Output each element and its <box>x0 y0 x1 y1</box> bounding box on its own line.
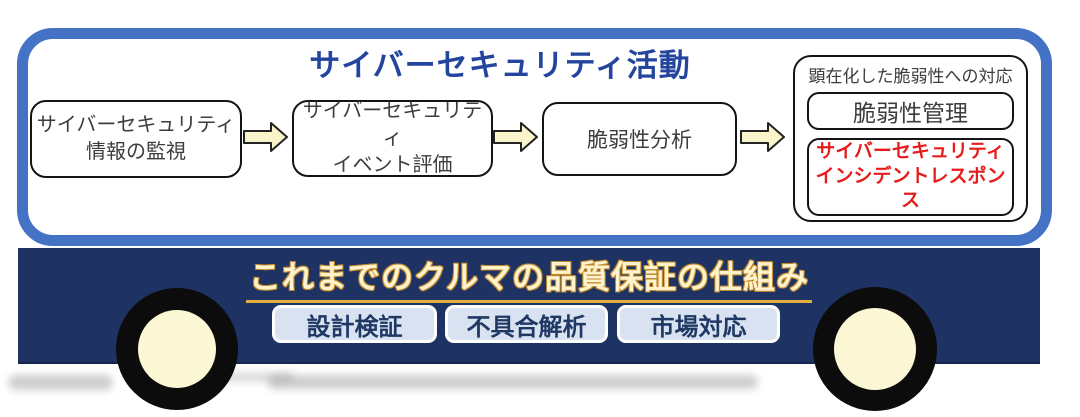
flow-box-label: 脆弱性分析 <box>587 129 692 152</box>
response-group-label: 顕在化した脆弱性への対応 <box>808 67 1013 86</box>
qa-box-label: 市場対応 <box>650 313 747 341</box>
car-panel-title: これまでのクルマの品質保証の仕組み <box>18 252 1040 303</box>
response-group-box: 顕在化した脆弱性への対応 脆弱性管理 サイバーセキュリティ インシデントレスポン… <box>793 55 1028 222</box>
qa-box-defect-analysis: 不具合解析 <box>445 305 608 343</box>
flow-box-label: サイバーセキュリティ イベント評価 <box>302 100 483 176</box>
ground-shadow <box>268 375 758 389</box>
flow-box-info-monitoring: サイバーセキュリティ 情報の監視 <box>30 100 242 178</box>
wheel-left-icon <box>116 288 238 410</box>
inner-box-incident-response: サイバーセキュリティ インシデントレスポンス <box>807 138 1014 217</box>
car-panel-title-text: これまでのクルマの品質保証の仕組み <box>245 252 813 303</box>
flow-box-event-assessment: サイバーセキュリティ イベント評価 <box>292 100 493 177</box>
flow-box-vulnerability-analysis: 脆弱性分析 <box>542 102 737 176</box>
flow-arrow-icon <box>493 122 538 152</box>
wheel-right-icon <box>813 287 937 411</box>
ground-shadow <box>178 372 293 382</box>
qa-box-market-response: 市場対応 <box>617 305 780 343</box>
flow-arrow-icon <box>740 122 785 152</box>
qa-box-label: 設計検証 <box>306 313 403 341</box>
qa-box-design-verification: 設計検証 <box>272 305 437 343</box>
qa-box-label: 不具合解析 <box>466 313 587 341</box>
inner-box-label: 脆弱性管理 <box>853 100 968 126</box>
cybersecurity-activity-title: サイバーセキュリティ活動 <box>309 48 691 83</box>
flow-arrow-icon <box>243 122 288 152</box>
ground-shadow <box>8 375 113 390</box>
inner-box-label: サイバーセキュリティ インシデントレスポンス <box>815 141 1006 212</box>
flow-box-label: サイバーセキュリティ 情報の監視 <box>36 114 236 163</box>
wheel-hub-icon <box>138 310 216 388</box>
inner-box-vulnerability-management: 脆弱性管理 <box>807 92 1014 130</box>
wheel-hub-icon <box>834 308 916 390</box>
